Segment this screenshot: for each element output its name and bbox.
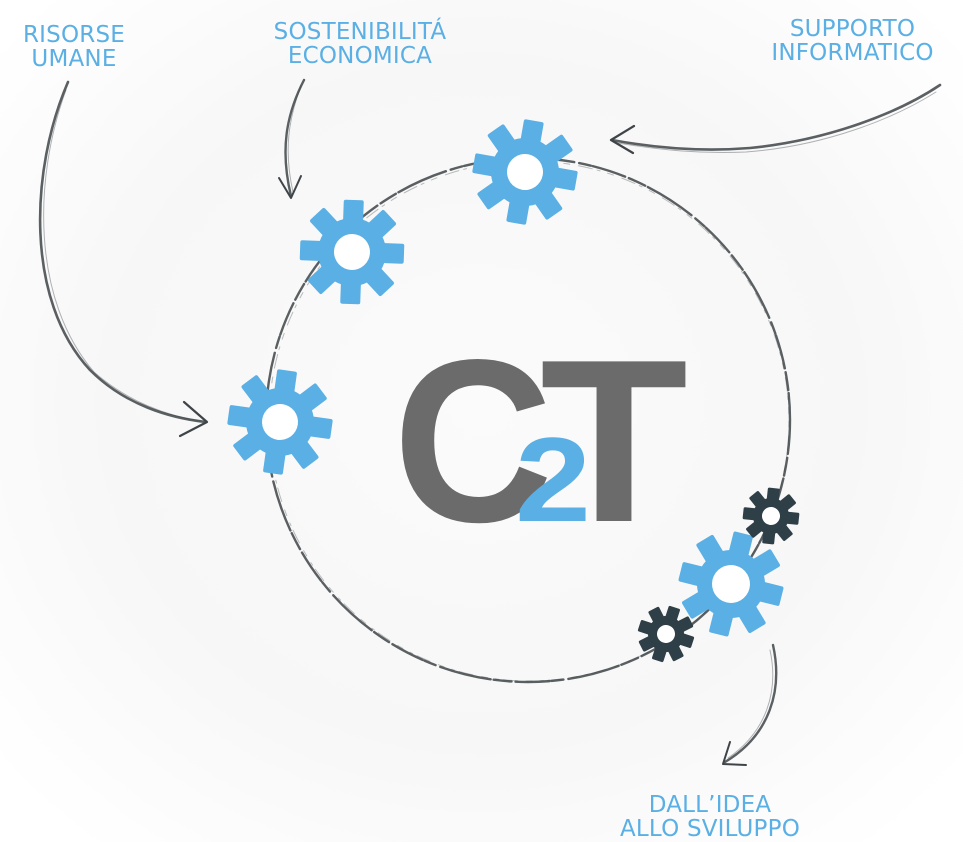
label-line: DALL’IDEA [648,792,772,818]
gear-icon [667,520,795,648]
logo-letter-t: T [540,312,688,571]
label-line: ECONOMICA [287,43,433,69]
label-sostenibilita-economica: SOSTENIBILITÁ ECONOMICA [250,20,470,68]
c2t-logo: C T 2 [393,312,688,571]
label-supporto-informatico: SUPPORTO INFORMATICO [745,17,960,65]
gear-icon [630,598,702,670]
label-line: SOSTENIBILITÁ [273,19,447,45]
gear-icon [464,111,586,233]
label-line: ALLO SVILUPPO [619,816,801,842]
label-dallidea-allo-sviluppo: DALL’IDEA ALLO SVILUPPO [580,793,840,841]
gear-icon [740,485,802,547]
logo-digit-2: 2 [515,413,591,547]
arrow-risorse [38,80,209,438]
logo-letter-c: C [393,312,553,571]
label-line: RISORSE [23,22,125,48]
label-line: INFORMATICO [771,40,934,66]
arrow-dallidea [722,643,778,766]
arrow-supporto [609,83,942,155]
label-risorse-umane: RISORSE UMANE [6,23,142,71]
arrows [38,78,942,766]
arrow-sostenibilita [278,78,306,199]
label-line: SUPPORTO [789,16,916,42]
gear-icon [221,363,339,481]
gear-icon [298,198,406,306]
label-line: UMANE [31,46,117,72]
